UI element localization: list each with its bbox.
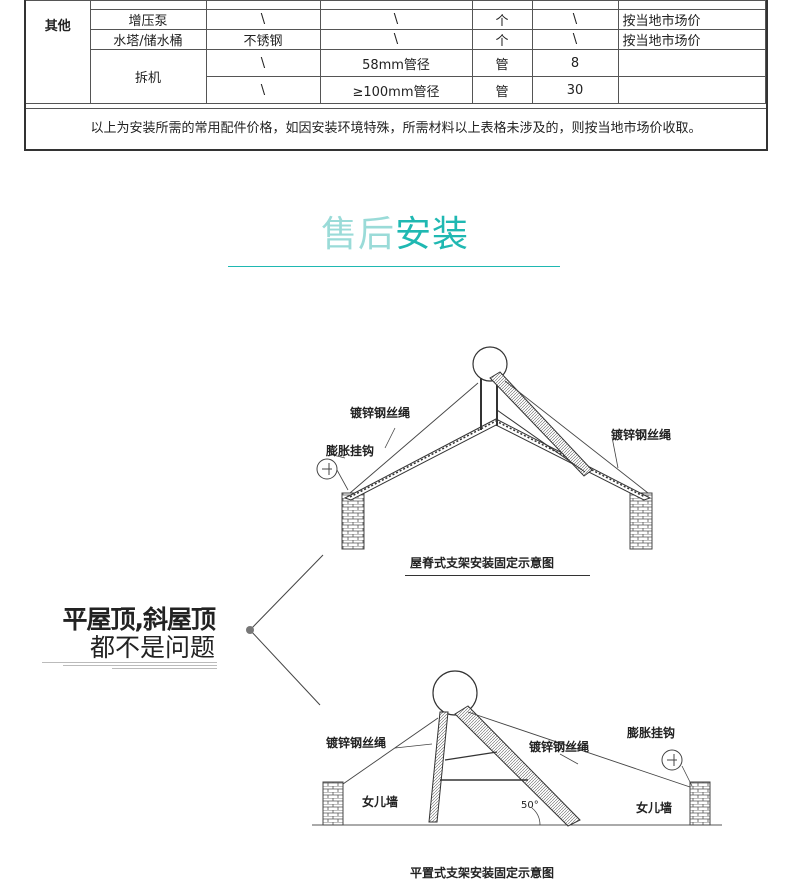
promo-fine-print [42, 662, 217, 671]
angle-label: 50° [521, 800, 539, 811]
ridge-mount-diagram [316, 346, 653, 550]
caption-flat: 平置式支架安装固定示意图 [410, 866, 555, 880]
label-hook-flat: 膨胀挂钩 [627, 726, 676, 740]
label-wire-right-ridge: 镀锌钢丝绳 [611, 428, 672, 442]
caption-ridge: 屋脊式支架安装固定示意图 [410, 556, 555, 570]
promo-line2: 都不是问题 [89, 633, 215, 662]
table-row: 水塔/储水桶 不锈钢 \ 个 \ 按当地市场价 [26, 29, 766, 50]
section-heading: 售后安装 [0, 205, 790, 257]
promo-line1: 平屋顶,斜屋顶 [62, 605, 216, 634]
heading-part2: 安装 [395, 214, 470, 255]
connector-lines [246, 554, 324, 706]
label-wire-right-flat: 镀锌钢丝绳 [529, 740, 590, 754]
label-wire-left-ridge: 镀锌钢丝绳 [350, 406, 411, 420]
table-row: \ ≥100mm管径 管 30 [26, 76, 766, 104]
flat-mount-diagram [312, 670, 722, 827]
category-cell: 其他 [26, 0, 91, 104]
price-table: 其他 增压泵 \ \ 个 \ 按当地市场价 水塔/储水桶 不锈钢 \ 个 \ 按… [24, 0, 768, 151]
label-wall-right: 女儿墙 [636, 801, 673, 815]
heading-part1: 售后 [320, 214, 395, 255]
label-wall-left: 女儿墙 [362, 795, 399, 809]
label-wire-left-flat: 镀锌钢丝绳 [326, 736, 387, 750]
label-hook-ridge: 膨胀挂钩 [326, 444, 375, 458]
caption-underline [405, 575, 590, 576]
heading-underline [228, 266, 560, 267]
table-footnote: 以上为安装所需的常用配件价格，如因安装环境特殊，所需材料以上表格未涉及的，则按当… [26, 108, 766, 149]
